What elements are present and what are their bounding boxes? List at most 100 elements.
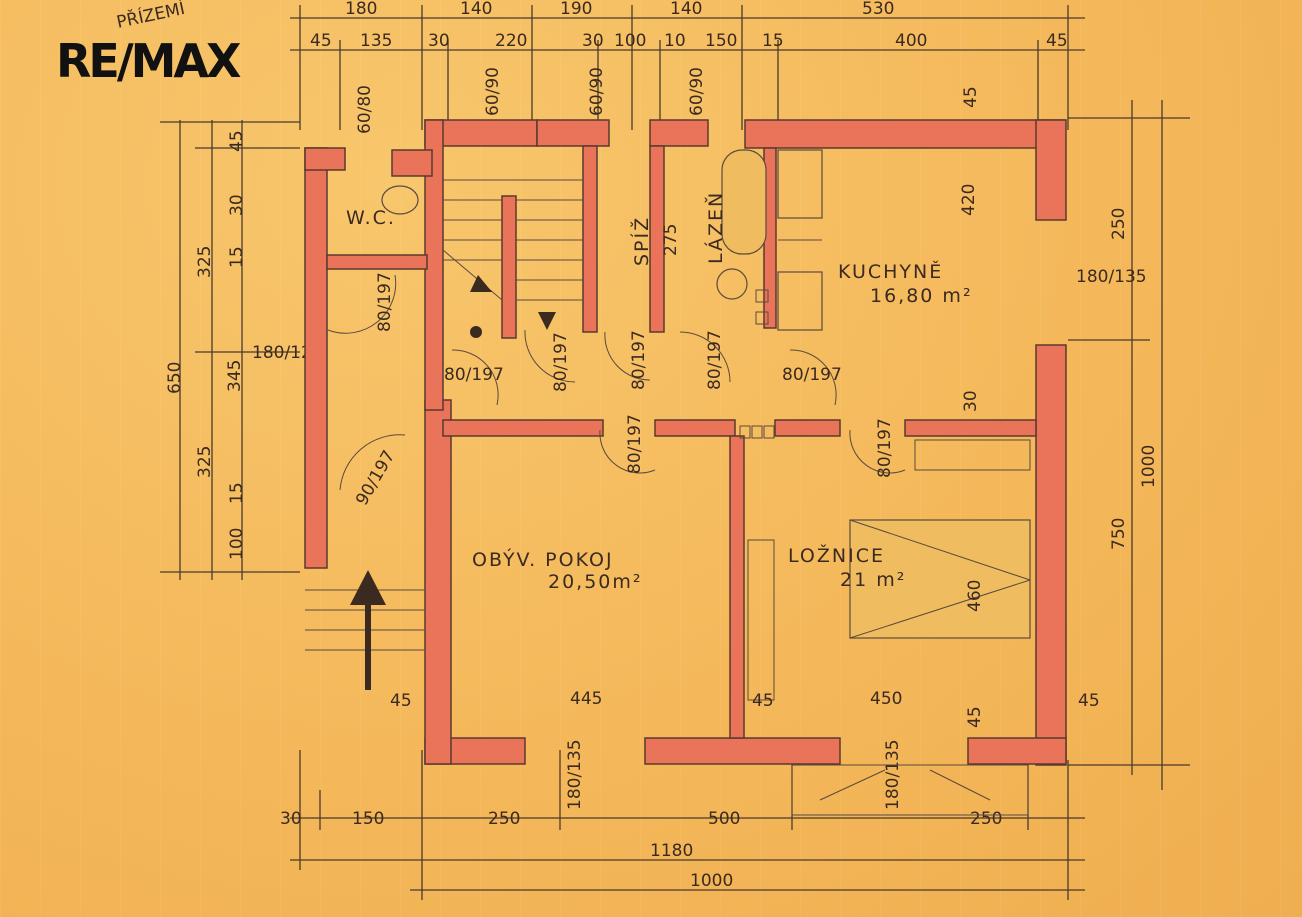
dim-left-s4: 15 [227, 482, 247, 504]
radiator-box-3 [763, 425, 775, 439]
room-name-lazen: LÁZEŇ [704, 191, 727, 264]
door-swing-entrance [339, 434, 406, 491]
dim-right-0: 250 [1109, 208, 1129, 240]
window-top-1: 60/90 [483, 67, 503, 116]
door-dim-bedroom: 80/197 [875, 418, 895, 478]
dim-top-2-3: 220 [495, 31, 527, 51]
inner-dim-4: 420 [959, 184, 979, 216]
door-swing-bedroom [849, 429, 906, 474]
wall-bottom-right [967, 737, 1067, 765]
door-dim-stair: 80/197 [551, 332, 571, 392]
dim-top-2-0: 45 [310, 31, 332, 51]
dim-left-0: 325 [195, 246, 215, 278]
bottom-dimension-labels: 30 150 250 500 250 1180 1000 180/135 180… [280, 739, 1002, 891]
wall-entrance-left [304, 147, 328, 569]
dim-top-1-2: 190 [560, 0, 592, 19]
inner-dim-6: 275 [661, 224, 681, 256]
terrace-outline [791, 764, 1029, 816]
door-dim-bath: 80/197 [705, 330, 725, 390]
left-dimension-lines [160, 120, 300, 580]
dim-right-s2: 45 [1078, 691, 1100, 711]
door-dim-living: 80/197 [625, 414, 645, 474]
staircase [442, 179, 583, 338]
window-bottom-0: 180/135 [565, 739, 585, 810]
room-inner-dims: 445 450 45 45 420 460 275 30 45 [390, 184, 985, 728]
right-dimension-labels: 250 750 1000 45 180/135 45 [961, 86, 1159, 711]
inner-dim-3: 45 [752, 691, 774, 711]
dim-top-2-10: 45 [1046, 31, 1068, 51]
door-dim-kitchen: 80/197 [782, 365, 842, 385]
dim-top-2-5: 100 [614, 31, 646, 51]
dim-bottom-1-4: 250 [970, 809, 1002, 829]
stair-arrow-down [538, 312, 556, 330]
wall-hall-bottom-mid [654, 419, 736, 437]
wall-left-living [424, 399, 452, 765]
inner-dim-1: 450 [870, 689, 902, 709]
door-swing-living [599, 429, 656, 474]
dim-left-1: 345 [225, 360, 245, 392]
wall-hall-bottom-right [774, 419, 841, 437]
room-name-kuchyne: KUCHYNĚ [838, 260, 943, 283]
dim-right-1: 750 [1109, 518, 1129, 550]
window-bottom-1: 180/135 [883, 739, 903, 810]
room-labels: KUCHYNĚ 16,80 m² OBÝV. POKOJ 20,50m² LOŽ… [346, 191, 973, 593]
window-top-2: 60/90 [587, 67, 607, 116]
door-swing-wc [327, 274, 397, 334]
washbasin-icon [716, 268, 748, 300]
dim-bottom-1-3: 500 [708, 809, 740, 829]
top-dimension-lines [290, 5, 1085, 130]
wall-spiz-bath [649, 145, 665, 333]
wall-living-bedroom [729, 435, 745, 739]
inner-dim-7: 30 [961, 390, 981, 412]
dim-top-2-2: 30 [428, 31, 450, 51]
radiator-box-2 [751, 425, 763, 439]
left-dimension-labels: 650 325 345 325 45 30 15 100 15 180/120 [165, 130, 323, 560]
dim-top-1-1: 140 [460, 0, 492, 19]
wardrobe-icon [914, 439, 1031, 471]
stair-arrow-up [470, 275, 492, 292]
kitchen-stove-icon [777, 149, 823, 219]
door-swing-spiz [604, 331, 651, 381]
inner-dim-8: 45 [965, 706, 985, 728]
dim-left-s3: 100 [227, 528, 247, 560]
walls [304, 119, 1067, 766]
dim-top-1-3: 140 [670, 0, 702, 19]
bedroom-cabinet-icon [747, 539, 775, 701]
wall-bedroom-top [904, 419, 1037, 437]
dim-bottom-1-1: 150 [352, 809, 384, 829]
wall-top-mid [536, 119, 610, 147]
right-dimension-lines [1068, 100, 1190, 790]
radiator-box-1 [739, 425, 751, 439]
room-area-kuchyne: 16,80 m² [870, 285, 973, 307]
wall-right-upper [1035, 119, 1067, 221]
wall-top-bath [649, 119, 709, 147]
dim-bottom-3: 1000 [690, 871, 733, 891]
top-note: PŘÍZEMÍ [114, 0, 186, 33]
door-swing-bath [679, 331, 731, 383]
door-dim-spiz: 80/197 [629, 330, 649, 390]
bottom-dimension-lines [290, 750, 1085, 900]
wall-wc-top-right [391, 149, 433, 177]
room-name-spiz: SPÍŽ [630, 216, 653, 266]
dim-left-2: 325 [195, 446, 215, 478]
door-swing-kitchen [789, 349, 837, 406]
door-swing-hall [451, 349, 499, 406]
wall-wc-top-left [304, 147, 346, 171]
dim-top-1-4: 530 [862, 0, 894, 19]
wall-stair-spiz [582, 145, 598, 333]
wall-bottom-mid [644, 737, 841, 765]
dim-top-2-4: 30 [582, 31, 604, 51]
door-swing-stair [524, 329, 576, 383]
remax-logo: RE/MAX [56, 38, 241, 84]
door-dim-entrance: 90/197 [352, 447, 399, 509]
window-top-0: 60/80 [355, 85, 375, 134]
wall-hall-bottom-left [442, 419, 604, 437]
wall-right-lower [1035, 344, 1067, 766]
window-top-3: 60/90 [687, 67, 707, 116]
bath-box-2 [755, 311, 769, 325]
wall-wc-bottom [326, 254, 428, 270]
dim-top-1-0: 180 [345, 0, 377, 19]
dim-left-s1: 30 [227, 194, 247, 216]
dim-top-2-9: 400 [895, 31, 927, 51]
